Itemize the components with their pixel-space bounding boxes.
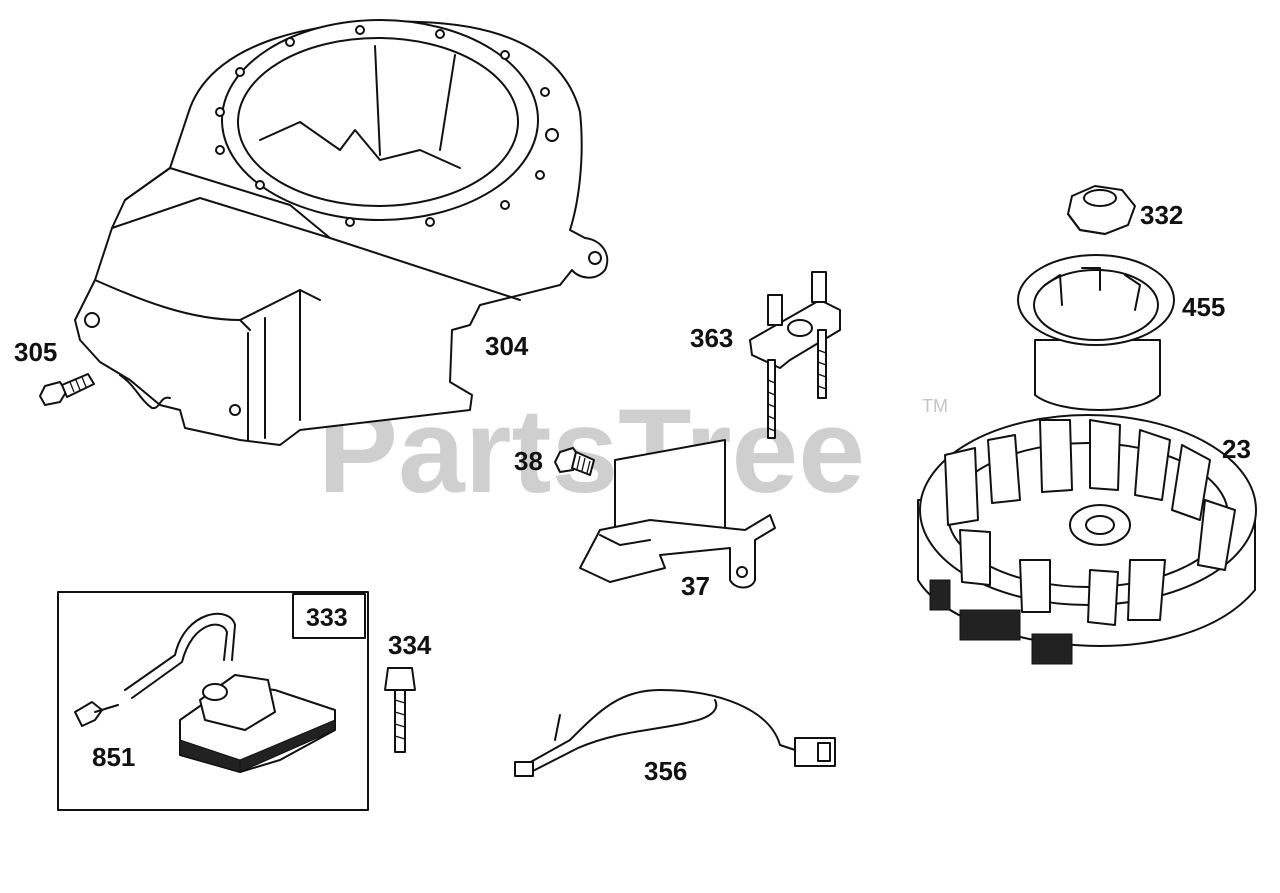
flywheel-nut-drawing[interactable] [1067, 185, 1136, 235]
label-332[interactable]: 332 [1140, 200, 1183, 230]
label-38[interactable]: 38 [514, 446, 543, 476]
fan-retainer-cup-drawing[interactable] [1017, 254, 1175, 411]
label-23[interactable]: 23 [1222, 434, 1251, 464]
label-305[interactable]: 305 [14, 337, 57, 367]
label-851[interactable]: 851 [92, 742, 135, 772]
label-356[interactable]: 356 [644, 756, 687, 786]
label-455[interactable]: 455 [1182, 292, 1225, 322]
air-vane-screw-drawing[interactable] [554, 447, 595, 476]
label-37[interactable]: 37 [681, 571, 710, 601]
label-363[interactable]: 363 [690, 323, 733, 353]
blower-housing-drawing[interactable] [74, 19, 609, 446]
label-333[interactable]: 333 [306, 604, 348, 632]
watermark-trademark: TM [922, 396, 948, 416]
label-304[interactable]: 304 [485, 331, 529, 361]
armature-screw-drawing[interactable] [384, 667, 416, 753]
part-labels: 304 305 332 455 363 23 38 37 333 334 851… [14, 200, 1251, 786]
flywheel-drawing[interactable] [917, 414, 1257, 665]
housing-screw-drawing[interactable] [39, 373, 95, 406]
ground-bracket-drawing[interactable] [749, 271, 841, 439]
air-vane-drawing[interactable] [579, 439, 776, 589]
ground-wire-drawing[interactable] [514, 689, 836, 777]
label-334[interactable]: 334 [388, 630, 432, 660]
armature-group-drawing[interactable] [57, 591, 369, 811]
